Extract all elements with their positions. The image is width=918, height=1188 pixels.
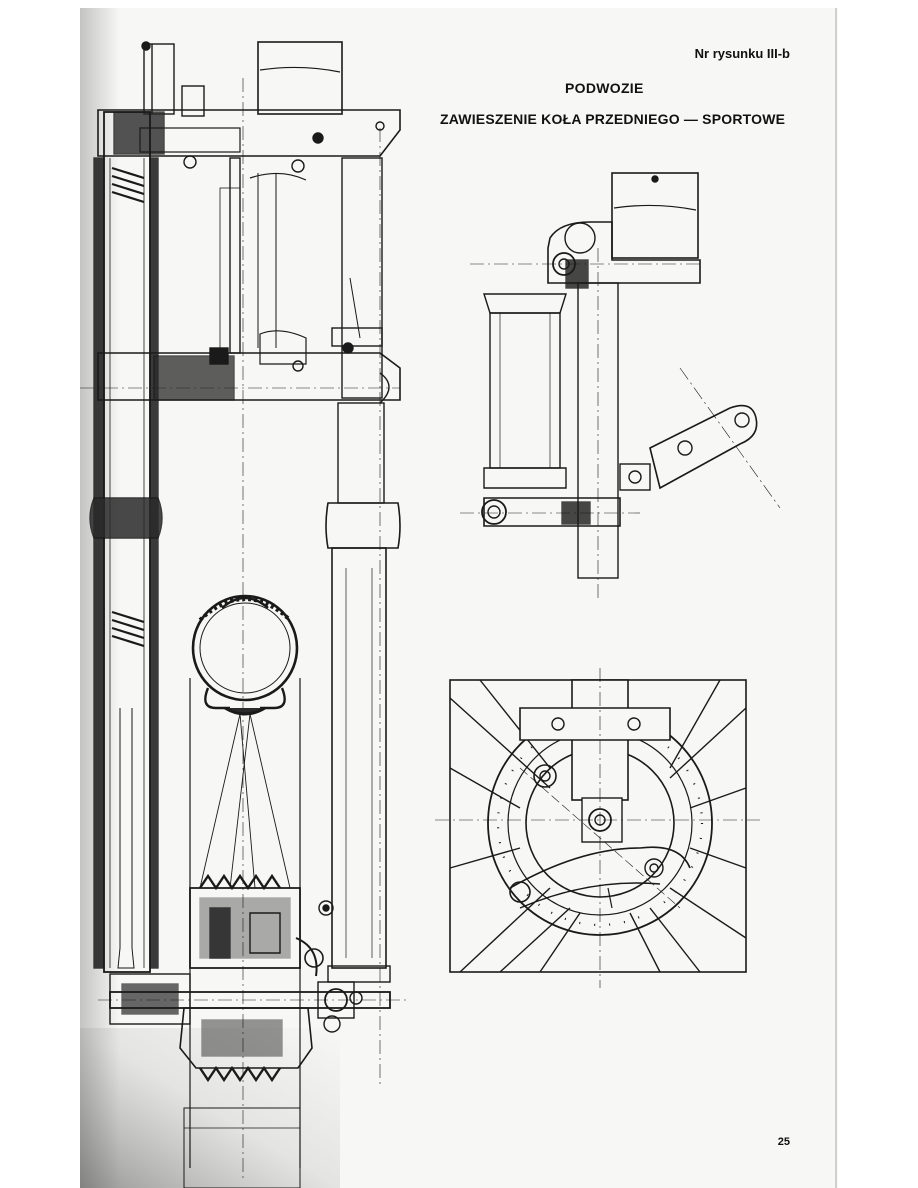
scanned-page: Nr rysunku III-b PODWOZIE ZAWIESZENIE KO… (80, 8, 838, 1188)
brake-plate-view (435, 668, 760, 988)
drawing-subtitle: ZAWIESZENIE KOŁA PRZEDNIEGO — SPORTOWE (440, 111, 786, 127)
section-title: PODWOZIE (565, 80, 644, 96)
figure-number: Nr rysunku III-b (694, 46, 790, 61)
fork-side-view (460, 172, 781, 598)
page-number: 25 (777, 1136, 790, 1148)
fork-assembly-drawing (80, 8, 837, 1188)
